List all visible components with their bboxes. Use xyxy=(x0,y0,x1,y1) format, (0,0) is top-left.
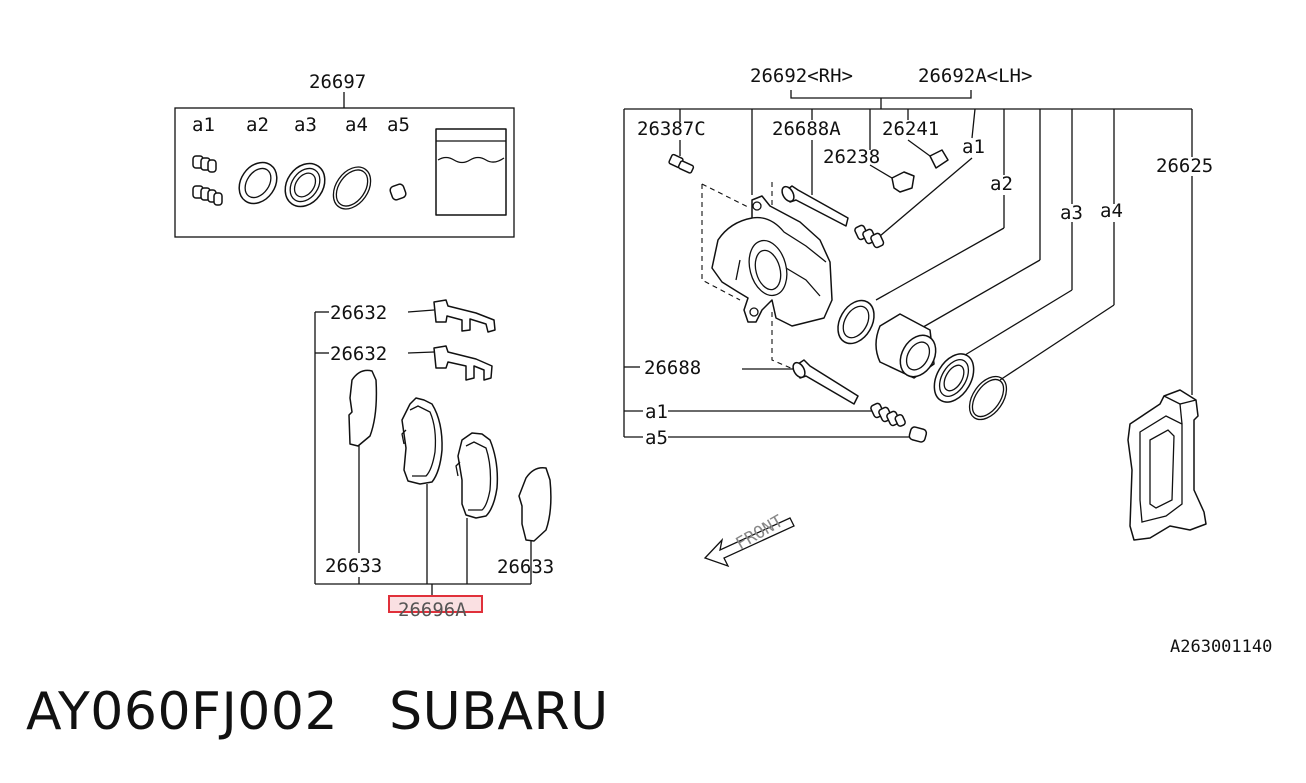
bleeder-screw-drawing xyxy=(668,153,695,174)
kit-bush-a5-drawing xyxy=(389,183,407,201)
brake-pad-inner-drawing xyxy=(455,432,499,519)
dust-boot-drawing xyxy=(933,353,975,403)
part-26238-drawing xyxy=(891,171,915,193)
piston-drawing xyxy=(875,313,937,379)
kit-ring-a4-drawing xyxy=(332,166,372,210)
label-26238[interactable]: 26238 xyxy=(823,146,880,168)
brake-pad-outer-drawing xyxy=(401,397,443,485)
guide-pin-lower-drawing xyxy=(792,359,859,405)
pad-group: 26632 26632 26633 26633 xyxy=(314,299,554,621)
seal-kit-box xyxy=(174,107,515,238)
label-kit-a3[interactable]: a3 xyxy=(294,114,317,136)
cap-26241-drawing xyxy=(929,149,949,169)
page-caption: AY060FJ002 SUBARU xyxy=(26,682,609,742)
label-26692-rh[interactable]: 26692<RH> xyxy=(750,65,853,87)
label-26632-lower[interactable]: 26632 xyxy=(330,343,387,365)
label-right-a5[interactable]: a5 xyxy=(645,427,668,449)
kit-seal-a2-drawing xyxy=(238,161,278,205)
label-right-a1-bottom[interactable]: a1 xyxy=(645,401,668,423)
clip-upper-drawing xyxy=(433,299,496,333)
kit-seal-a3-drawing xyxy=(284,162,326,208)
support-bracket-drawing xyxy=(1127,389,1207,541)
caliper-body-drawing xyxy=(711,195,833,327)
retaining-ring-drawing xyxy=(968,375,1008,421)
boot-lower-drawing xyxy=(870,402,906,427)
kit-boot-top-drawing xyxy=(192,155,217,173)
label-kit-a4[interactable]: a4 xyxy=(345,114,368,136)
label-26632-upper[interactable]: 26632 xyxy=(330,302,387,324)
label-kit-a2[interactable]: a2 xyxy=(246,114,269,136)
kit-boot-bottom-drawing xyxy=(192,185,223,206)
guide-pin-upper-drawing xyxy=(781,185,849,227)
label-26241[interactable]: 26241 xyxy=(882,118,939,140)
seal-kit-group: 26697 a1 a2 a3 a4 a5 xyxy=(174,71,515,238)
label-26696a[interactable]: 26696A xyxy=(398,599,467,621)
shim-right-drawing xyxy=(518,466,552,542)
drawing-number: A263001140 xyxy=(1170,637,1272,657)
caliper-group: 26692<RH> 26692A<LH> xyxy=(623,65,1272,657)
label-26633-left[interactable]: 26633 xyxy=(325,555,382,577)
front-arrow-icon: FRONT xyxy=(703,511,795,568)
shim-left-drawing xyxy=(348,369,378,447)
piston-seal-drawing xyxy=(837,299,875,345)
kit-grease-packet-drawing xyxy=(435,128,507,216)
label-26625[interactable]: 26625 xyxy=(1156,155,1213,177)
label-right-a4[interactable]: a4 xyxy=(1100,200,1123,222)
label-kit-a1[interactable]: a1 xyxy=(192,114,215,136)
clip-lower-drawing xyxy=(433,345,493,381)
bush-lower-drawing xyxy=(908,426,928,443)
label-right-a3[interactable]: a3 xyxy=(1060,202,1083,224)
label-26688a[interactable]: 26688A xyxy=(772,118,841,140)
label-26633-right[interactable]: 26633 xyxy=(497,556,554,578)
label-front: FRONT xyxy=(733,511,787,554)
pad-set-highlight xyxy=(388,595,483,613)
label-right-a1-top[interactable]: a1 xyxy=(962,136,985,158)
label-26692a-lh[interactable]: 26692A<LH> xyxy=(918,65,1032,87)
label-26688[interactable]: 26688 xyxy=(644,357,701,379)
label-right-a2[interactable]: a2 xyxy=(990,173,1013,195)
label-kit-a5[interactable]: a5 xyxy=(387,114,410,136)
label-26387c[interactable]: 26387C xyxy=(637,118,706,140)
label-26697[interactable]: 26697 xyxy=(309,71,366,93)
boot-upper-drawing xyxy=(854,224,885,249)
